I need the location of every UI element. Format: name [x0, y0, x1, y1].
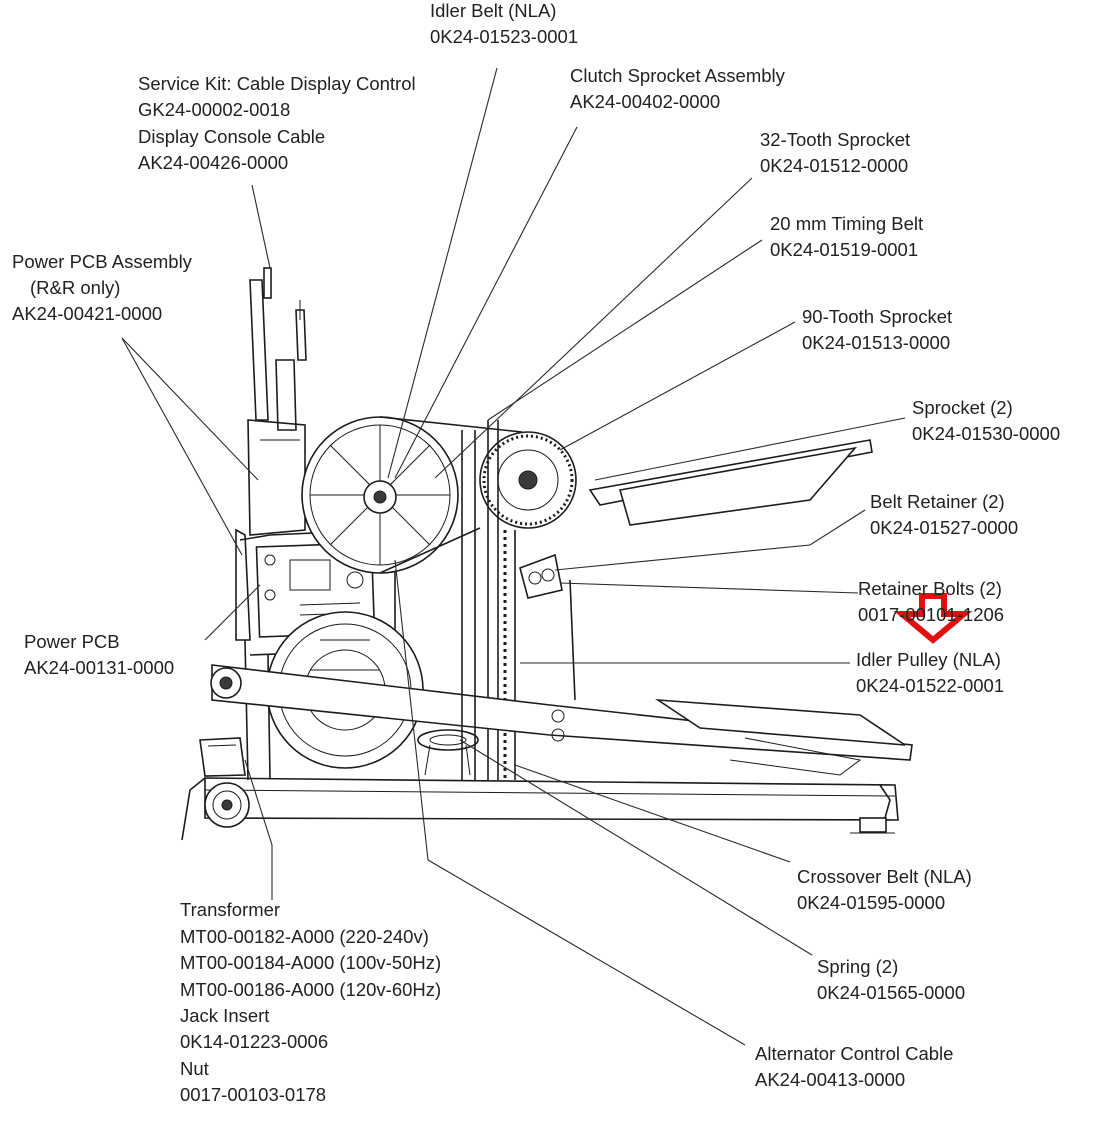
label-part: AK24-00413-0000 [755, 1069, 905, 1090]
label-part: 0K24-01530-0000 [912, 423, 1060, 444]
leader-sprocket-2 [594, 417, 906, 481]
leader-timing-belt [487, 239, 763, 421]
label-part: 0K24-01522-0001 [856, 675, 1004, 696]
idler-pulley [417, 729, 479, 776]
console-post [247, 267, 307, 536]
label-note: (R&R only) [30, 277, 120, 298]
label-name: Alternator Control Cable [755, 1043, 953, 1064]
callout-clutch-sprocket: Clutch Sprocket Assembly AK24-00402-0000 [570, 65, 786, 112]
label-part: 0K24-01513-0000 [802, 332, 950, 353]
label-name: Power PCB Assembly [12, 251, 193, 272]
label-part: AK24-00402-0000 [570, 91, 720, 112]
label-part: 0K24-01595-0000 [797, 892, 945, 913]
leader-spring [459, 739, 813, 956]
leader-service-kit [251, 184, 271, 269]
label-name: Power PCB [24, 631, 120, 652]
leader-alternator-cable [394, 559, 746, 1046]
label-name: 32-Tooth Sprocket [760, 129, 910, 150]
label-part-120v: MT00-00186-A000 (120v-60Hz) [180, 979, 441, 1000]
label-name: Clutch Sprocket Assembly [570, 65, 786, 86]
label-part-2: AK24-00426-0000 [138, 152, 288, 173]
label-name: Crossover Belt (NLA) [797, 866, 972, 887]
callout-90-tooth-sprocket: 90-Tooth Sprocket 0K24-01513-0000 [802, 306, 952, 353]
transformer-box [199, 737, 246, 777]
label-part: 0K24-01565-0000 [817, 982, 965, 1003]
label-name: Idler Belt (NLA) [430, 0, 556, 21]
callout-sprocket-2: Sprocket (2) 0K24-01530-0000 [912, 397, 1060, 444]
callout-alternator-cable: Alternator Control Cable AK24-00413-0000 [755, 1043, 953, 1090]
callout-transformer: Transformer MT00-00182-A000 (220-240v) M… [180, 899, 441, 1105]
lower-footpad [655, 698, 906, 776]
label-name: 20 mm Timing Belt [770, 213, 923, 234]
callout-labels: Idler Belt (NLA) 0K24-01523-0001 Service… [12, 0, 1060, 1105]
callout-power-pcb-assembly: Power PCB Assembly (R&R only) AK24-00421… [12, 251, 193, 324]
callout-retainer-bolts: Retainer Bolts (2) 0017-00101-1206 [858, 578, 1004, 625]
label-name-2: Display Console Cable [138, 126, 325, 147]
callout-idler-pulley: Idler Pulley (NLA) 0K24-01522-0001 [856, 649, 1004, 696]
base-frame [181, 777, 899, 841]
label-name: Belt Retainer (2) [870, 491, 1005, 512]
belt-retainer [519, 553, 563, 599]
leader-pcb-assembly-a [121, 337, 259, 481]
leader-32-tooth [434, 177, 753, 479]
label-nut-part: 0017-00103-0178 [180, 1084, 326, 1105]
label-name: Spring (2) [817, 956, 898, 977]
upper-pedal-arm [588, 439, 873, 526]
label-part-220v: MT00-00182-A000 (220-240v) [180, 926, 429, 947]
callout-power-pcb: Power PCB AK24-00131-0000 [24, 631, 174, 678]
callout-service-kit: Service Kit: Cable Display Control GK24-… [138, 73, 416, 173]
leader-crossover-belt [514, 764, 791, 863]
leader-pcb-assembly-b [121, 337, 243, 556]
large-sprocket [301, 416, 459, 574]
callout-timing-belt: 20 mm Timing Belt 0K24-01519-0001 [770, 213, 923, 260]
center-column [461, 430, 576, 780]
leader-idler-belt [387, 67, 498, 479]
front-wheel [204, 782, 250, 828]
label-nut-name: Nut [180, 1058, 209, 1079]
label-part: 0K24-01519-0001 [770, 239, 918, 260]
callout-idler-belt: Idler Belt (NLA) 0K24-01523-0001 [430, 0, 578, 47]
down-arrow-icon [893, 593, 973, 644]
leader-transformer [244, 759, 273, 900]
label-part: AK24-00421-0000 [12, 303, 162, 324]
leader-belt-retainer [554, 509, 866, 571]
label-name: Service Kit: Cable Display Control [138, 73, 416, 94]
label-part: AK24-00131-0000 [24, 657, 174, 678]
label-jack-part: 0K14-01223-0006 [180, 1031, 328, 1052]
leader-lines [121, 67, 906, 1046]
label-part: 0017-00101-1206 [858, 604, 1004, 625]
label-name: Sprocket (2) [912, 397, 1013, 418]
leader-retainer-bolts [559, 582, 859, 594]
label-part: 0K24-01527-0000 [870, 517, 1018, 538]
lower-lever-arm [210, 664, 913, 761]
leader-clutch-sprocket [394, 126, 578, 479]
callout-spring: Spring (2) 0K24-01565-0000 [817, 956, 965, 1003]
machine-illustration [181, 267, 913, 841]
small-sprocket [479, 431, 577, 529]
label-name: Transformer [180, 899, 280, 920]
leader-90-tooth [559, 321, 796, 451]
label-part: 0K24-01512-0000 [760, 155, 908, 176]
callout-belt-retainer: Belt Retainer (2) 0K24-01527-0000 [870, 491, 1018, 538]
label-part-100v: MT00-00184-A000 (100v-50Hz) [180, 952, 441, 973]
callout-crossover-belt: Crossover Belt (NLA) 0K24-01595-0000 [797, 866, 972, 913]
label-name: Idler Pulley (NLA) [856, 649, 1001, 670]
label-part: 0K24-01523-0001 [430, 26, 578, 47]
callout-32-tooth-sprocket: 32-Tooth Sprocket 0K24-01512-0000 [760, 129, 910, 176]
label-jack-name: Jack Insert [180, 1005, 269, 1026]
label-part: GK24-00002-0018 [138, 99, 290, 120]
label-name: 90-Tooth Sprocket [802, 306, 952, 327]
leader-power-pcb [204, 584, 261, 641]
label-name: Retainer Bolts (2) [858, 578, 1002, 599]
